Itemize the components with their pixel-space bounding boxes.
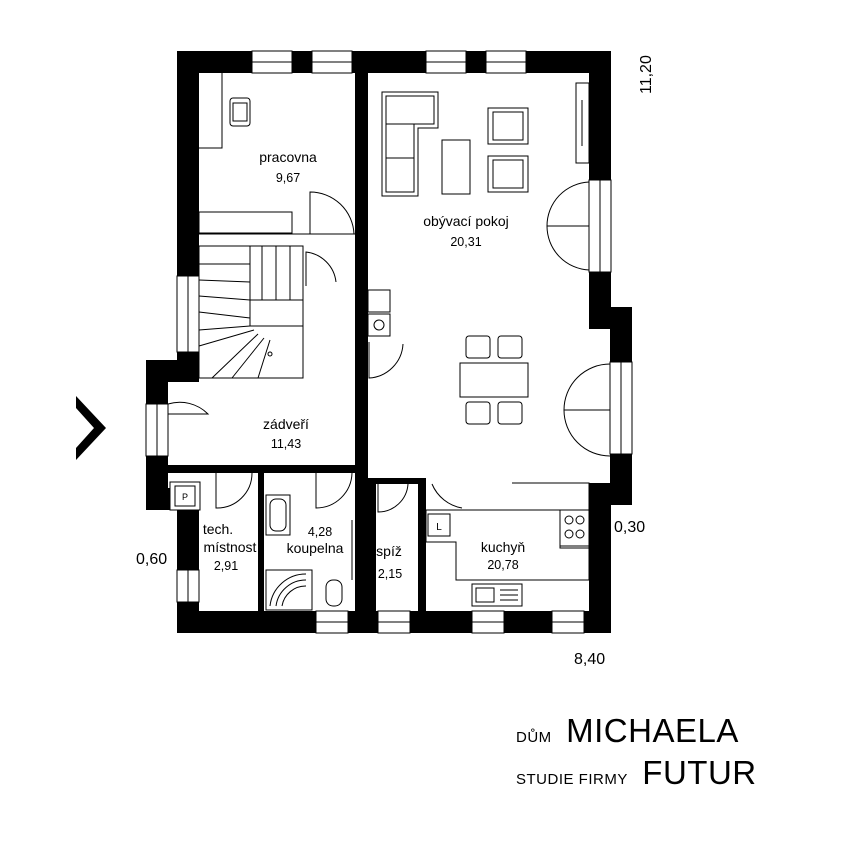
dimension-depth: 11,20 xyxy=(638,55,655,94)
interior-walls xyxy=(168,73,426,611)
room-area-zadveri: 11,43 xyxy=(271,437,301,451)
fridge-mark: L xyxy=(436,522,442,533)
windows xyxy=(145,50,633,634)
title-small-2: STUDIE FIRMY xyxy=(516,771,628,788)
living-furniture xyxy=(367,82,590,337)
room-name-koupelna: koupelna xyxy=(287,540,344,556)
room-area-tech: 2,91 xyxy=(214,559,238,573)
room-area-pracovna: 9,67 xyxy=(276,171,300,185)
room-area-obyvaci: 20,31 xyxy=(450,235,481,249)
room-name-pracovna: pracovna xyxy=(259,149,317,165)
title-block: DŮM MICHAELA STUDIE FIRMY FUTUR xyxy=(516,706,816,796)
bathroom-furniture xyxy=(265,494,353,611)
room-name-spiz: spíž xyxy=(376,543,402,559)
company-name: FUTUR xyxy=(642,754,757,791)
room-name-zadveri: zádveří xyxy=(263,416,309,432)
house-name: MICHAELA xyxy=(566,712,739,749)
kitchen-furniture: L xyxy=(425,482,590,607)
room-area-kuchyn: 20,78 xyxy=(487,558,518,572)
tech-furniture: P xyxy=(169,481,201,511)
dining-set xyxy=(459,335,529,425)
room-name-tech-1: tech. xyxy=(203,521,233,537)
dimension-width: 8,40 xyxy=(574,651,605,668)
room-name-obyvaci: obývací pokoj xyxy=(423,213,509,229)
room-area-koupelna: 4,28 xyxy=(308,525,332,539)
dimension-right-offset: 0,30 xyxy=(614,519,645,536)
office-furniture xyxy=(199,73,251,149)
doors xyxy=(167,181,611,513)
entrance-arrow xyxy=(76,396,106,460)
room-name-kuchyn: kuchyň xyxy=(481,539,525,555)
boiler-mark: P xyxy=(182,492,188,502)
dimension-left-offset: 0,60 xyxy=(136,551,167,568)
room-name-tech-2: místnost xyxy=(204,539,257,555)
title-small-1: DŮM xyxy=(516,729,552,746)
room-area-spiz: 2,15 xyxy=(378,567,402,581)
staircase xyxy=(198,245,304,379)
